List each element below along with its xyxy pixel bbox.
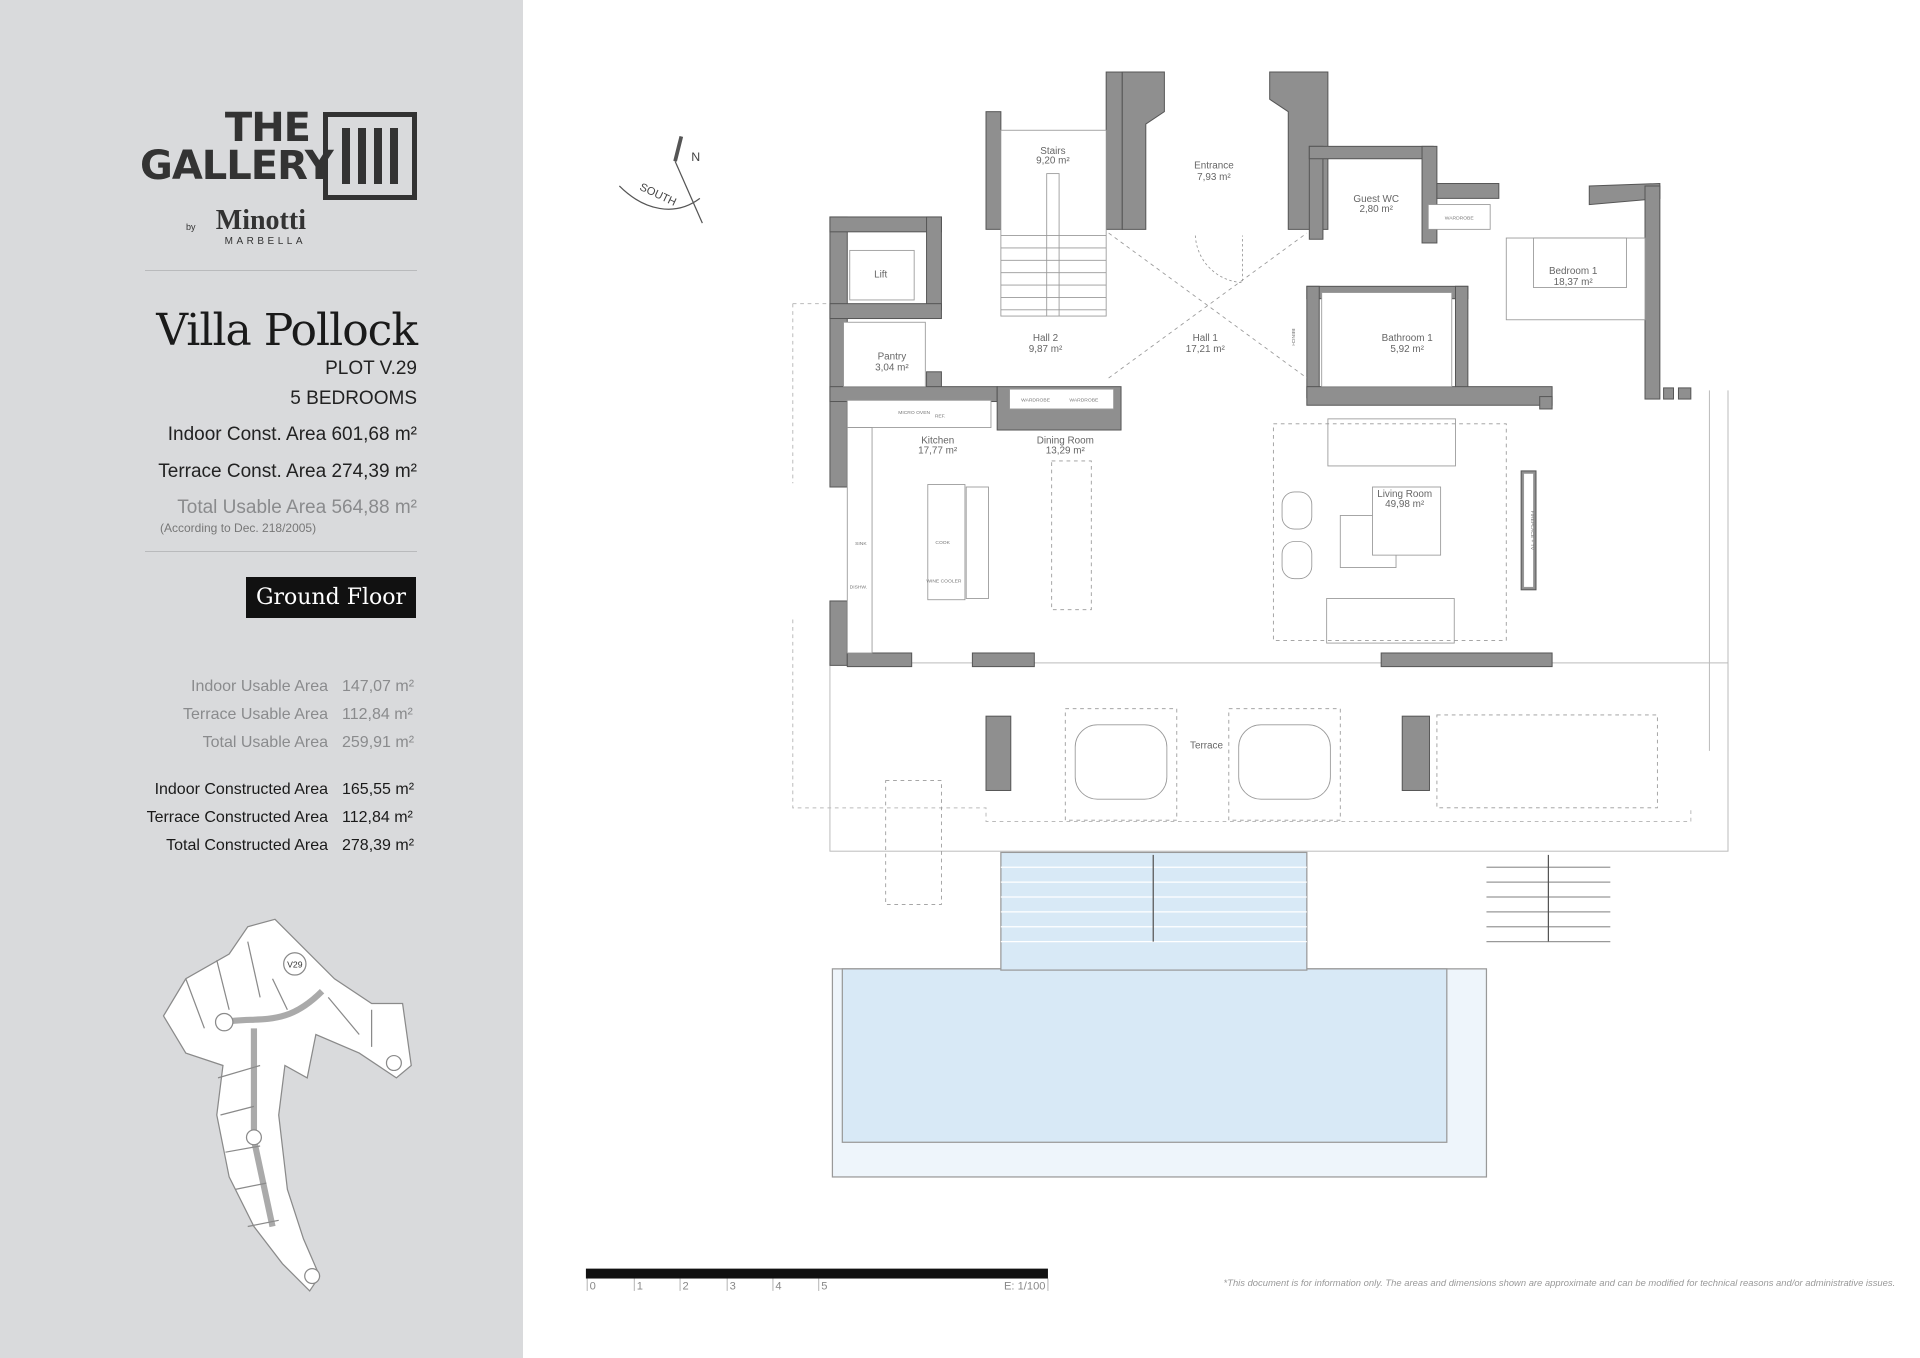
fixture-label: WARDROBE [1021, 398, 1051, 404]
stat-label: Indoor Constructed Area [154, 781, 328, 798]
summary-terrace: Terrace Const. Area 274,39 m² [158, 461, 417, 483]
divider [145, 270, 417, 271]
plot-marker [283, 952, 307, 976]
brand-maker: Minotti [215, 205, 306, 236]
interior-details [843, 129, 1658, 905]
stat-label: Total Usable Area [202, 734, 328, 751]
divider [145, 551, 417, 552]
scale-ratio: E: 1/100 [1004, 1281, 1045, 1293]
stat-row: Total Usable Area 259,91 m² [68, 733, 418, 753]
scale-tick: 0 [590, 1281, 596, 1293]
fixture-labels: WARDROBE WARDROBE WARDROBE MICRO OVEN RE… [850, 215, 1535, 590]
stat-label: Terrace Usable Area [183, 706, 328, 723]
brand-by: by [186, 222, 196, 232]
room-name: Guest WC [1353, 194, 1399, 205]
room-area: 17,77 m² [918, 446, 958, 457]
room-name: Bathroom 1 [1382, 333, 1434, 344]
brand-logo-gallery: GALLERY [140, 143, 334, 189]
summary-label: Indoor Const. Area [167, 424, 327, 445]
plot-marker-label: V29 [287, 960, 303, 970]
fixture-label: FIREPLACE + TV [1529, 511, 1535, 551]
room-name: Hall 1 [1193, 333, 1219, 344]
room-name: Lift [874, 270, 887, 281]
compass-icon: N SOUTH [618, 135, 703, 224]
room-area: 3,04 m² [875, 363, 909, 374]
stat-value: 259,91 m² [342, 734, 415, 751]
compass-south: SOUTH [638, 181, 678, 208]
stat-value: 112,84 m² [342, 809, 413, 826]
room-area: 18,37 m² [1554, 277, 1594, 288]
fixture-label: REF. [935, 414, 946, 420]
stat-label: Total Constructed Area [166, 837, 328, 854]
summary-value: 274,39 m² [331, 461, 417, 482]
stat-row: Terrace Constructed Area 112,84 m² [68, 808, 418, 828]
fixture-label: WARDROBE [1069, 398, 1099, 404]
scale-tick: 1 [637, 1281, 643, 1293]
summary-value: 601,68 m² [331, 424, 417, 445]
summary-value: 564,88 m² [331, 497, 417, 518]
stat-row: Indoor Usable Area 147,07 m² [68, 677, 418, 697]
terrace-outline [792, 303, 1729, 852]
room-name: Kitchen [921, 436, 954, 447]
stat-value: 147,07 m² [342, 678, 415, 695]
stat-value: 112,84 m² [342, 706, 413, 723]
scale-bar: 0 1 2 3 4 5 E: 1/100 [585, 1268, 1049, 1293]
room-area: 2,80 m² [1359, 204, 1393, 215]
stat-row: Total Constructed Area 278,39 m² [68, 836, 418, 856]
room-name: Entrance [1194, 161, 1234, 172]
room-area: 9,20 m² [1036, 156, 1070, 167]
summary-indoor: Indoor Const. Area 601,68 m² [168, 424, 417, 446]
fixture-label: BENCH [1290, 328, 1296, 346]
villa-title: Villa Pollock [156, 305, 418, 356]
plot-label: PLOT V.29 [325, 358, 417, 379]
site-map: V29 [162, 918, 412, 1292]
walls [829, 71, 1692, 791]
room-name: Pantry [878, 351, 907, 362]
stat-value: 278,39 m² [342, 837, 415, 854]
disclaimer: *This document is for information only. … [1224, 1277, 1896, 1288]
room-name: Bedroom 1 [1549, 266, 1598, 277]
room-area: 9,87 m² [1029, 344, 1063, 355]
room-area: 13,29 m² [1046, 446, 1086, 457]
scale-tick: 5 [821, 1281, 827, 1293]
room-area: 49,98 m² [1385, 499, 1425, 510]
room-name: Dining Room [1037, 436, 1094, 447]
pool [831, 851, 1611, 1178]
fixture-label: WARDROBE [1445, 215, 1475, 221]
fixture-label: COOK [935, 540, 950, 546]
scale-tick: 2 [683, 1281, 689, 1293]
room-area: 17,21 m² [1186, 344, 1226, 355]
fixture-label: SINK [855, 541, 867, 547]
scale-tick: 3 [730, 1281, 736, 1293]
summary-total-usable: Total Usable Area 564,88 m² [177, 497, 417, 519]
fixture-label: DISHW. [850, 585, 868, 591]
room-name: Living Room [1377, 489, 1432, 500]
room-name: Terrace [1190, 740, 1223, 751]
brand-city: MARBELLA [224, 236, 306, 247]
summary-label: Terrace Const. Area [158, 461, 327, 482]
decree-note: (According to Dec. 218/2005) [160, 521, 317, 535]
brand-logo-the: THE [224, 105, 311, 151]
room-name: Hall 2 [1033, 333, 1058, 344]
floor-badge: Ground Floor [246, 577, 416, 618]
fixture-label: MICRO OVEN [898, 410, 930, 416]
scale-tick: 4 [775, 1281, 781, 1293]
stat-row: Terrace Usable Area 112,84 m² [68, 705, 418, 725]
room-area: 7,93 m² [1197, 172, 1231, 183]
bedrooms-label: 5 BEDROOMS [290, 388, 417, 409]
stat-label: Indoor Usable Area [191, 678, 328, 695]
summary-label: Total Usable Area [177, 497, 327, 518]
stat-row: Indoor Constructed Area 165,55 m² [68, 780, 418, 800]
room-name: Stairs [1040, 146, 1065, 157]
compass-north: N [691, 150, 700, 164]
brand-logo-mark [323, 112, 417, 200]
room-area: 5,92 m² [1390, 344, 1424, 355]
stat-value: 165,55 m² [342, 781, 415, 798]
stat-label: Terrace Constructed Area [146, 809, 328, 826]
fixture-label: WINE COOLER [926, 578, 962, 584]
